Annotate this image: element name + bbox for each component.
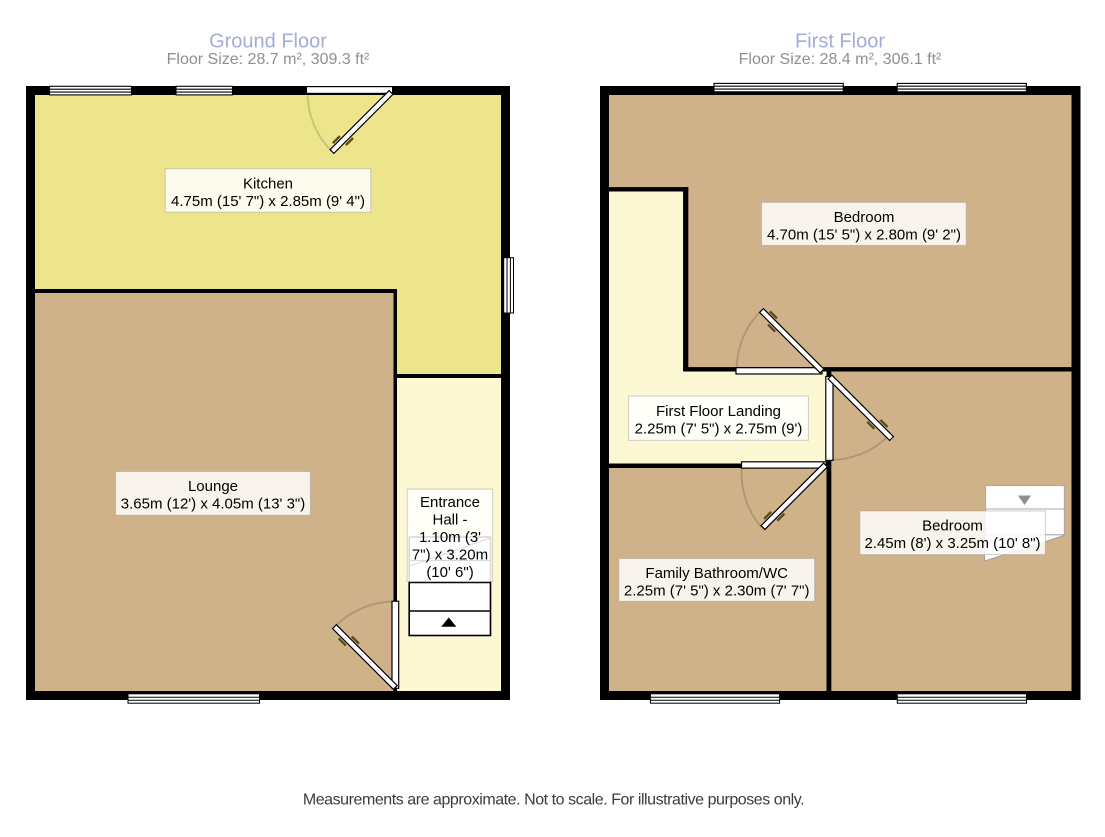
svg-text:Kitchen: Kitchen xyxy=(243,175,293,192)
svg-text:4.70m (15' 5") x 2.80m (9' 2"): 4.70m (15' 5") x 2.80m (9' 2") xyxy=(767,227,961,244)
svg-text:Bedroom: Bedroom xyxy=(922,518,983,535)
svg-text:3.65m (12') x 4.05m (13' 3"): 3.65m (12') x 4.05m (13' 3") xyxy=(121,496,305,513)
svg-text:Entrance: Entrance xyxy=(420,494,480,511)
svg-text:Ground Floor: Ground Floor xyxy=(209,31,327,53)
svg-text:Lounge: Lounge xyxy=(188,478,238,495)
svg-text:Family Bathroom/WC: Family Bathroom/WC xyxy=(645,565,788,582)
svg-text:First Floor Landing: First Floor Landing xyxy=(656,403,781,420)
svg-text:Measurements are approximate.: Measurements are approximate. Not to sca… xyxy=(303,792,804,809)
svg-text:2.45m (8') x 3.25m (10' 8"): 2.45m (8') x 3.25m (10' 8") xyxy=(864,535,1040,552)
svg-text:2.25m (7' 5") x 2.30m (7' 7"): 2.25m (7' 5") x 2.30m (7' 7") xyxy=(624,583,810,600)
svg-text:First Floor: First Floor xyxy=(795,31,885,53)
svg-text:Bedroom: Bedroom xyxy=(834,209,895,226)
svg-text:7") x 3.20m: 7") x 3.20m xyxy=(412,547,488,564)
svg-text:Floor Size: 28.4 m², 306.1 ft²: Floor Size: 28.4 m², 306.1 ft² xyxy=(739,51,942,68)
svg-text:1.10m (3': 1.10m (3' xyxy=(419,529,481,546)
svg-text:4.75m (15' 7") x 2.85m (9' 4"): 4.75m (15' 7") x 2.85m (9' 4") xyxy=(171,193,365,210)
svg-text:Hall -: Hall - xyxy=(432,512,467,529)
svg-text:2.25m (7' 5") x 2.75m (9'): 2.25m (7' 5") x 2.75m (9') xyxy=(635,420,803,437)
svg-text:Floor Size: 28.7 m², 309.3 ft²: Floor Size: 28.7 m², 309.3 ft² xyxy=(167,51,370,68)
svg-text:(10' 6"): (10' 6") xyxy=(426,564,473,581)
